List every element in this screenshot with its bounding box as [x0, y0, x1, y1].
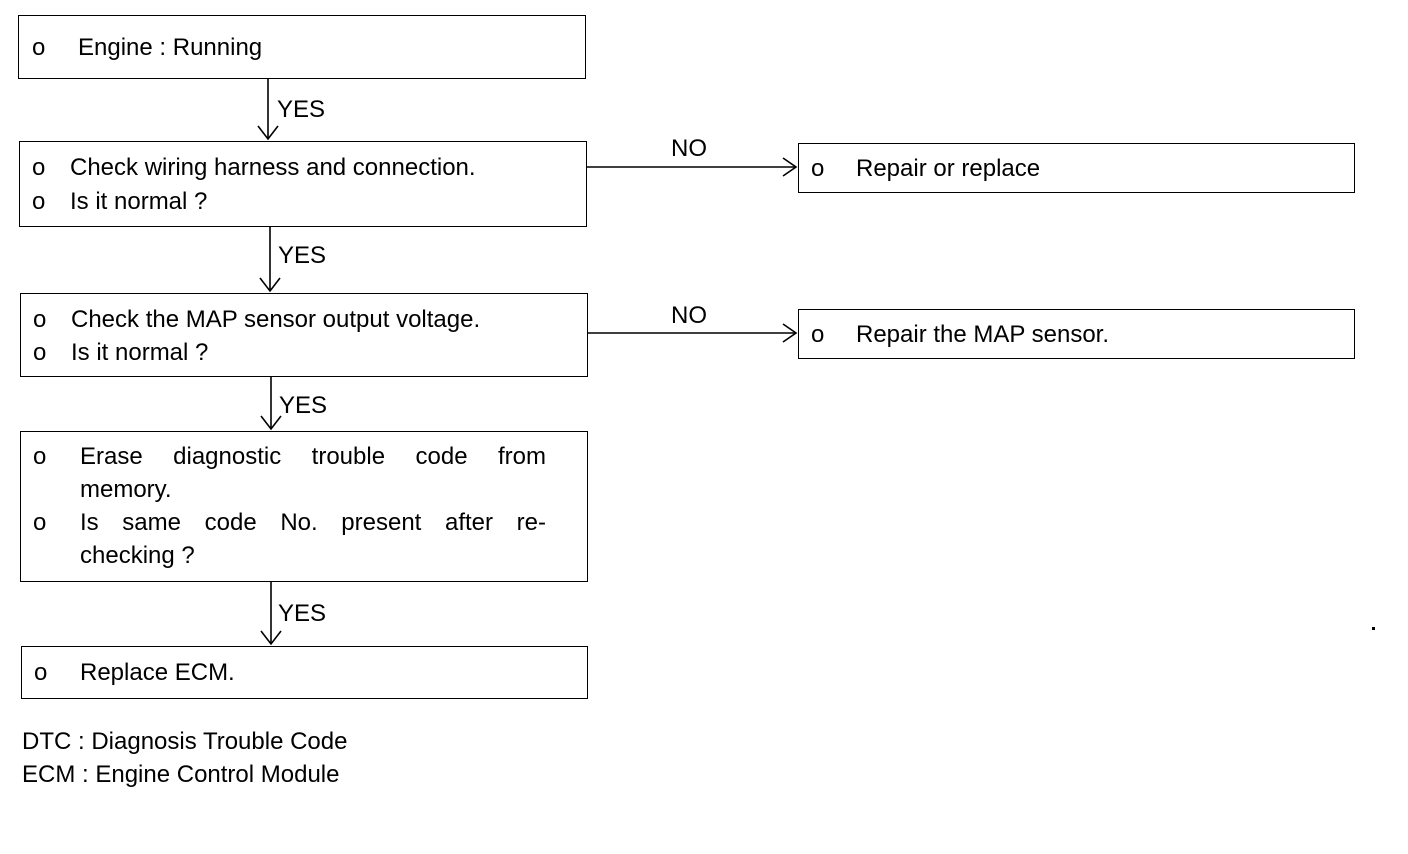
step-line: o Engine : Running	[32, 31, 262, 64]
step-text: Is same code No. present after re-	[80, 509, 546, 536]
no-label: NO	[671, 302, 707, 329]
yes-arrowhead-4	[260, 630, 282, 646]
step-text: checking ?	[80, 542, 195, 569]
bullet: o	[32, 34, 46, 61]
step-line: o Is it normal ?	[32, 185, 207, 218]
step-line: o Erase diagnostic trouble code from	[33, 440, 546, 473]
bullet: o	[32, 154, 46, 181]
bullet: o	[33, 509, 47, 536]
bullet: o	[33, 339, 47, 366]
branch-line: o Repair or replace	[811, 152, 1040, 185]
yes-label: YES	[277, 96, 326, 123]
yes-label: YES	[278, 600, 327, 627]
yes-arrowhead-2	[259, 277, 281, 293]
yes-arrowhead-1	[257, 125, 279, 141]
branch-text: Repair the MAP sensor.	[856, 321, 1110, 348]
yes-arrowhead-3	[260, 415, 282, 431]
legend-ecm: ECM : Engine Control Module	[22, 761, 340, 788]
step-text: Is it normal ?	[70, 188, 208, 215]
bullet: o	[32, 188, 46, 215]
step-line: o Is it normal ?	[33, 336, 208, 369]
step-text: Check the MAP sensor output voltage.	[71, 306, 481, 333]
step-line: o Replace ECM.	[34, 656, 235, 689]
step-box-erase-dtc	[20, 431, 588, 582]
step-text: Engine : Running	[78, 34, 263, 61]
no-arrowhead-2	[782, 323, 798, 343]
branch-line: o Repair the MAP sensor.	[811, 318, 1109, 351]
step-box-engine-running	[18, 15, 586, 79]
bullet: o	[811, 155, 825, 182]
stray-dot	[1372, 627, 1375, 630]
yes-label: YES	[279, 392, 328, 419]
branch-text: Repair or replace	[856, 155, 1041, 182]
step-text: Erase diagnostic trouble code from	[80, 443, 546, 470]
step-box-replace-ecm	[21, 646, 588, 699]
bullet: o	[33, 443, 47, 470]
legend-dtc: DTC : Diagnosis Trouble Code	[22, 728, 348, 755]
bullet: o	[33, 306, 47, 333]
no-arrowhead-1	[782, 157, 798, 177]
step-line: o Check wiring harness and connection.	[32, 151, 476, 184]
step-text: Is it normal ?	[71, 339, 209, 366]
yes-label: YES	[278, 242, 327, 269]
step-line: o Check the MAP sensor output voltage.	[33, 303, 480, 336]
step-line: o Is same code No. present after re-	[33, 506, 546, 539]
step-box-check-wiring	[19, 141, 587, 227]
step-line: memory.	[33, 473, 172, 506]
step-line: checking ?	[33, 539, 195, 572]
step-box-check-map-sensor	[20, 293, 588, 377]
no-label: NO	[671, 135, 707, 162]
branch-box-repair-or-replace	[798, 143, 1355, 193]
step-text: Replace ECM.	[80, 659, 235, 686]
bullet: o	[811, 321, 825, 348]
step-text: Check wiring harness and connection.	[70, 154, 476, 181]
branch-box-repair-map-sensor	[798, 309, 1355, 359]
bullet: o	[34, 659, 48, 686]
step-text: memory.	[80, 476, 172, 503]
